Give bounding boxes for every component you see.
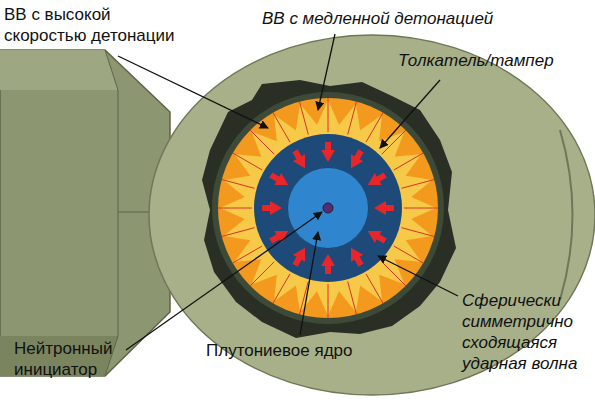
shock-arrow xyxy=(351,248,364,267)
tail-fin-face xyxy=(0,50,118,90)
slow-explosive xyxy=(220,100,436,316)
shock-arrow xyxy=(321,254,335,274)
detonator-line xyxy=(218,208,252,209)
leader-line xyxy=(118,56,268,128)
tamper xyxy=(254,134,402,282)
detonator-line xyxy=(233,153,262,170)
leader-line xyxy=(318,34,335,110)
callout-label: Сферически симметрично сходящаяся ударна… xyxy=(462,290,588,374)
fin-edge xyxy=(105,50,118,90)
detonator-line xyxy=(328,98,329,132)
bomb-casing xyxy=(149,35,595,395)
plutonium-core xyxy=(288,168,368,248)
fin-edge xyxy=(118,90,119,336)
detonator-line xyxy=(273,113,290,142)
detonator-line xyxy=(273,274,290,303)
callout-label: ВВ с медленной детонацией xyxy=(262,8,522,29)
shock-arrow xyxy=(262,201,282,215)
detonator-line xyxy=(394,153,423,170)
detonator-line xyxy=(366,274,383,303)
detonator-line xyxy=(328,284,329,318)
detonator-line xyxy=(382,262,406,286)
cutaway-edge xyxy=(202,80,456,338)
detonator-line xyxy=(404,208,438,209)
tail-fin xyxy=(0,50,170,376)
leader-line xyxy=(300,232,318,335)
leader-line xyxy=(380,80,440,148)
detonator-line xyxy=(401,228,434,237)
shock-arrow xyxy=(368,231,387,244)
nose-seam xyxy=(560,130,573,300)
shock-arrow xyxy=(368,172,387,185)
callout-label: Нейтронный инициатор xyxy=(14,338,134,380)
detonator-line xyxy=(394,246,423,263)
shock-arrow xyxy=(269,172,288,185)
shock-arrow xyxy=(351,149,364,168)
shock-arrows xyxy=(262,142,394,274)
detonator-line xyxy=(401,180,434,189)
neutron-initiator xyxy=(323,203,333,213)
detonator-line xyxy=(348,102,357,135)
outer-shell xyxy=(212,92,444,324)
detonator-line xyxy=(250,262,274,286)
detonator-line xyxy=(348,281,357,314)
detonator-line xyxy=(300,102,309,135)
detonator-line xyxy=(222,228,255,237)
leader-line xyxy=(126,212,322,350)
explosive-lenses xyxy=(218,98,438,318)
callout-label: Плутониевое ядро xyxy=(206,340,396,361)
shock-arrow xyxy=(374,201,394,215)
shock-arrow xyxy=(292,248,305,267)
leader-line xyxy=(378,256,458,296)
detonator-line xyxy=(366,113,383,142)
shock-arrow xyxy=(292,149,305,168)
fast-explosive xyxy=(218,98,438,318)
detonator-line xyxy=(222,180,255,189)
callout-label: ВВ с высокой скоростью детонации xyxy=(4,4,182,46)
detonator-line xyxy=(250,130,274,154)
detonator-line xyxy=(233,246,262,263)
callout-label: Толкатель/тампер xyxy=(398,50,588,71)
shock-arrow xyxy=(321,142,335,162)
